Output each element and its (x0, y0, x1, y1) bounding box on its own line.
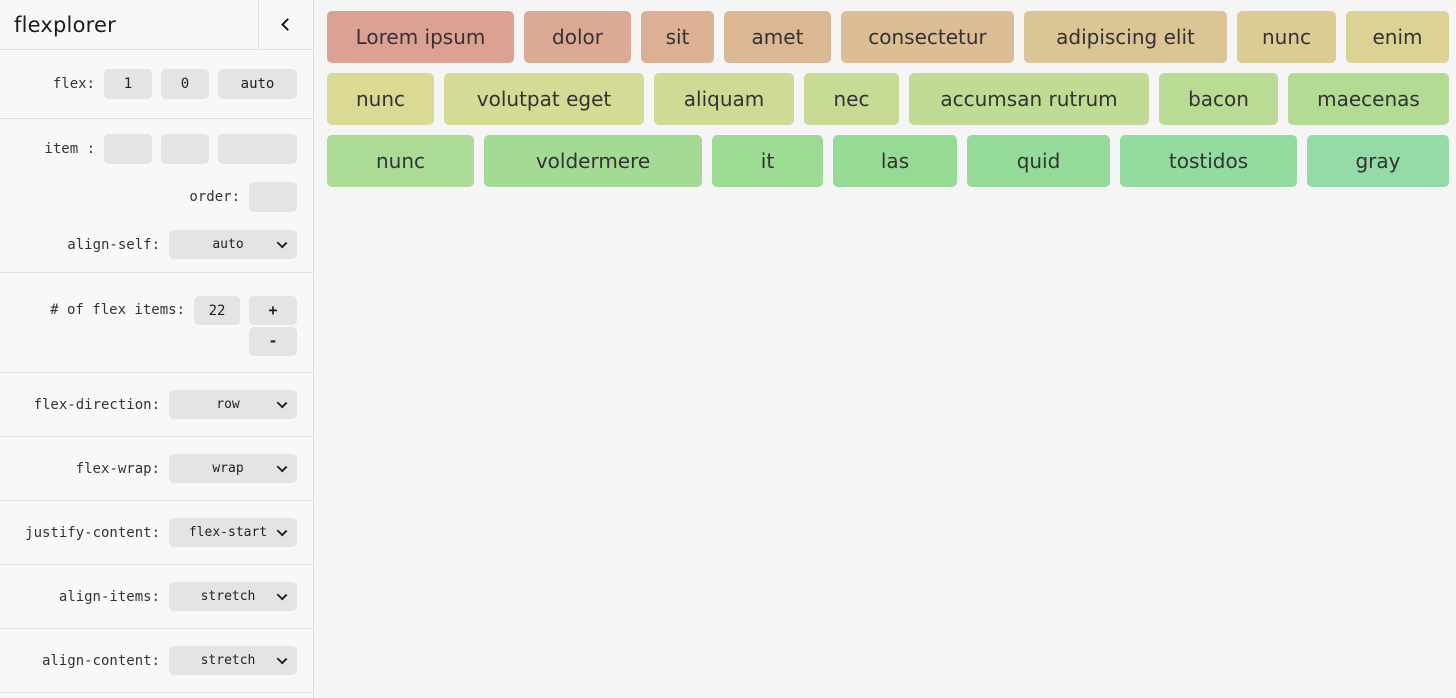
flex-item[interactable]: consectetur (841, 11, 1014, 63)
flex-item[interactable]: volutpat eget (444, 73, 644, 125)
chevron-down-icon (276, 461, 288, 473)
align-items-value: stretch (200, 589, 256, 604)
item-input-1[interactable] (104, 134, 152, 164)
order-label: order: (189, 189, 240, 205)
flex-item[interactable]: nunc (1237, 11, 1336, 63)
item-input-3[interactable] (218, 134, 297, 164)
collapse-sidebar-button[interactable] (258, 0, 313, 49)
flex-item[interactable]: nec (804, 73, 899, 125)
flex-item[interactable]: nunc (327, 135, 474, 187)
flex-wrap-value: wrap (212, 461, 244, 476)
chevron-down-icon (276, 397, 288, 409)
flex-item[interactable]: las (833, 135, 957, 187)
align-content-select[interactable]: stretch (169, 646, 297, 675)
align-items-select[interactable]: stretch (169, 582, 297, 611)
flex-item[interactable]: quid (967, 135, 1110, 187)
item-input-2[interactable] (161, 134, 209, 164)
flex-wrap-select[interactable]: wrap (169, 454, 297, 483)
flex-item[interactable]: accumsan rutrum (909, 73, 1149, 125)
add-item-button[interactable]: + (249, 296, 297, 325)
flex-item[interactable]: dolor (524, 11, 631, 63)
flex-item[interactable]: sit (641, 11, 714, 63)
order-input[interactable] (249, 182, 297, 212)
flex-item[interactable]: voldermere (484, 135, 702, 187)
flex-direction-select[interactable]: row (169, 390, 297, 419)
flex-item[interactable]: Lorem ipsum (327, 11, 514, 63)
flex-item[interactable]: enim (1346, 11, 1449, 63)
flex-direction-section: flex-direction: row (0, 373, 313, 437)
flex-item[interactable]: amet (724, 11, 831, 63)
flex-item[interactable]: bacon (1159, 73, 1278, 125)
align-items-label: align-items: (58, 588, 160, 605)
justify-content-label: justify-content: (25, 524, 160, 541)
flex-label: flex: (52, 76, 95, 92)
chevron-down-icon (276, 653, 288, 665)
remove-item-button[interactable]: - (249, 327, 297, 356)
align-self-label: align-self: (67, 236, 160, 253)
num-items-stepper: + - (249, 296, 297, 356)
item-section: item : order: align-self: auto (0, 119, 313, 273)
item-label: item : (44, 141, 95, 157)
sidebar: flexplorer flex: item : order: align-sel… (0, 0, 314, 698)
flex-direction-value: row (216, 397, 240, 412)
flex-item[interactable]: nunc (327, 73, 434, 125)
flex-grow-input[interactable] (104, 69, 152, 99)
flex-direction-label: flex-direction: (33, 396, 160, 413)
flex-item[interactable]: adipiscing elit (1024, 11, 1227, 63)
sidebar-header: flexplorer (0, 0, 313, 50)
align-self-select[interactable]: auto (169, 230, 297, 259)
flex-item[interactable]: gray (1307, 135, 1449, 187)
align-content-value: stretch (200, 653, 256, 668)
app-title: flexplorer (14, 12, 116, 37)
num-items-label: # of flex items: (50, 302, 185, 318)
num-items-input[interactable] (194, 296, 240, 325)
flex-item[interactable]: aliquam (654, 73, 794, 125)
flex-item[interactable]: maecenas (1288, 73, 1449, 125)
flex-shrink-input[interactable] (161, 69, 209, 99)
flex-items-count-section: # of flex items: + - (0, 273, 313, 373)
align-content-section: align-content: stretch (0, 629, 313, 693)
justify-content-section: justify-content: flex-start (0, 501, 313, 565)
flex-wrap-label: flex-wrap: (75, 460, 160, 477)
align-content-label: align-content: (41, 652, 160, 669)
chevron-left-icon (281, 18, 294, 31)
flex-basis-input[interactable] (218, 69, 297, 99)
flex-item[interactable]: it (712, 135, 823, 187)
flex-wrap-section: flex-wrap: wrap (0, 437, 313, 501)
chevron-down-icon (276, 525, 288, 537)
flex-item[interactable]: tostidos (1120, 135, 1297, 187)
chevron-down-icon (276, 237, 288, 249)
flex-section: flex: (0, 50, 313, 119)
chevron-down-icon (276, 589, 288, 601)
align-items-section: align-items: stretch (0, 565, 313, 629)
justify-content-select[interactable]: flex-start (169, 518, 297, 547)
align-self-value: auto (212, 237, 244, 252)
justify-content-value: flex-start (188, 525, 268, 540)
